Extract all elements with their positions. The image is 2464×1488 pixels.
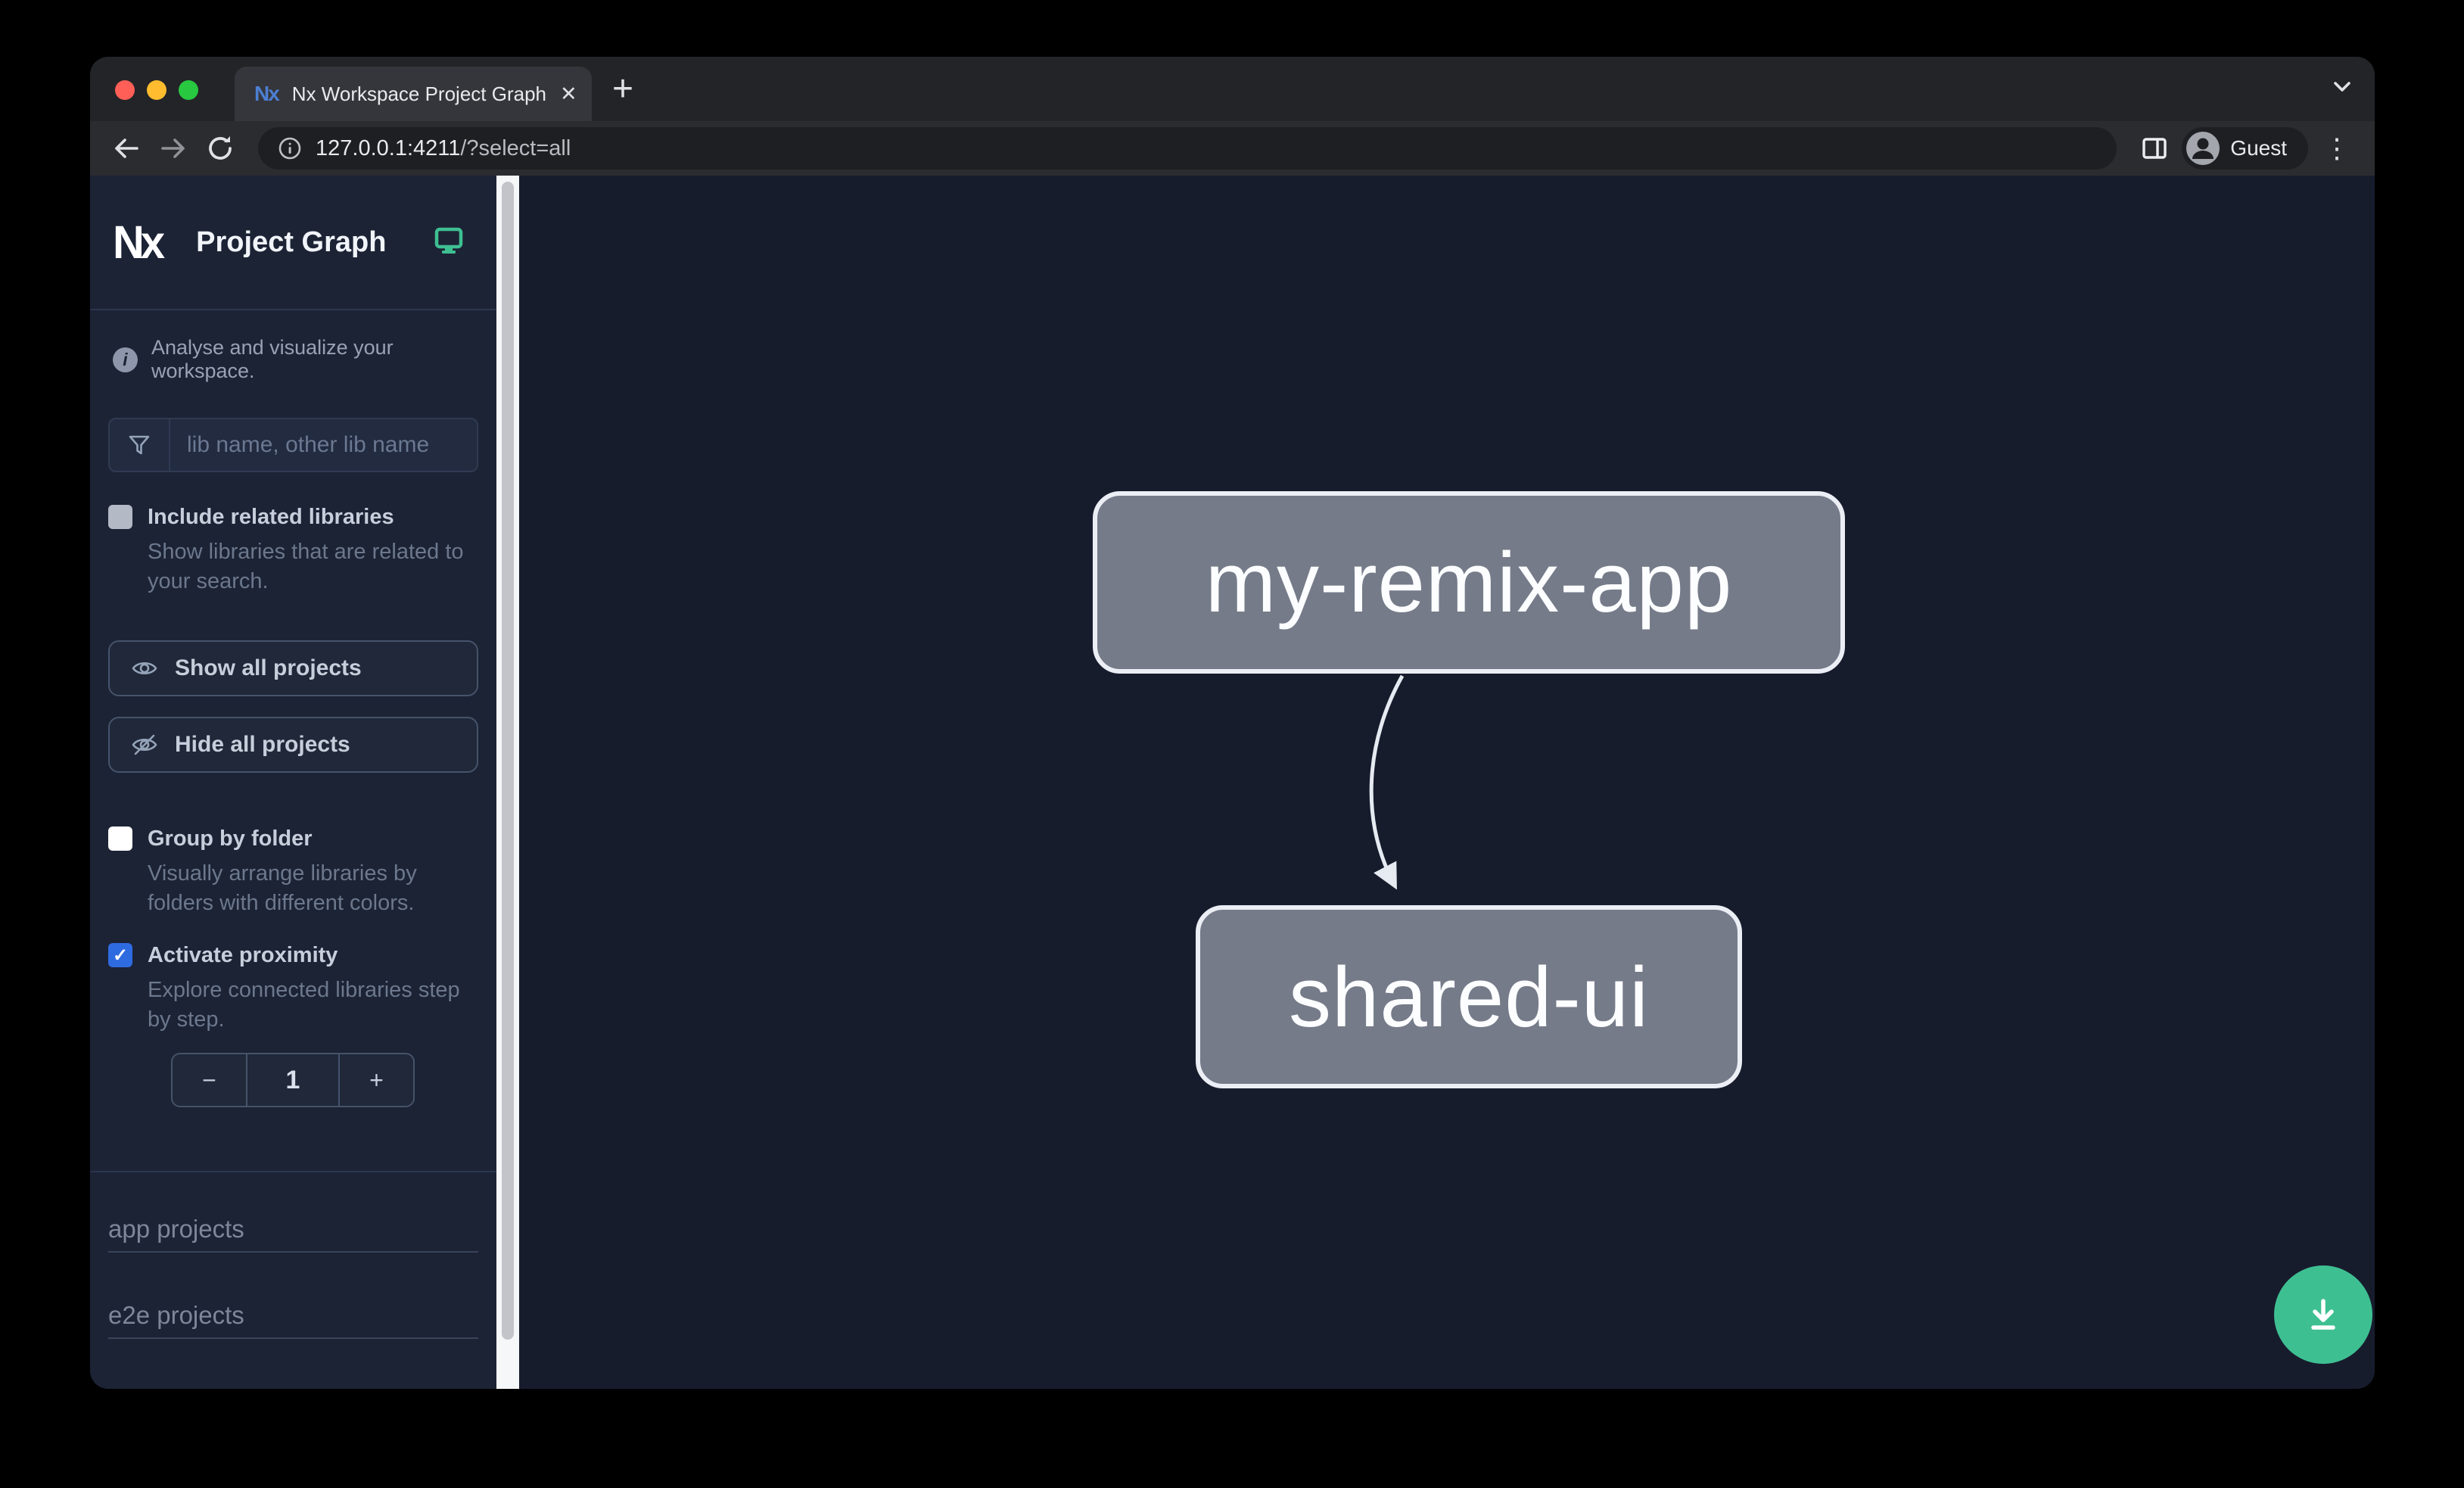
- page-content: Nx Project Graph i Analyse and visualize…: [90, 176, 2375, 1389]
- info-icon: i: [113, 347, 138, 372]
- search-input[interactable]: [170, 419, 477, 471]
- filter-icon: [110, 419, 170, 471]
- include-related-row: Include related libraries Show libraries…: [108, 503, 478, 596]
- url-text: 127.0.0.1:4211/?select=all: [316, 136, 571, 161]
- section-e2e-projects[interactable]: e2e projects: [108, 1301, 478, 1339]
- forward-button[interactable]: [154, 129, 193, 168]
- zoom-window-button[interactable]: [179, 80, 198, 100]
- node-shared-ui[interactable]: shared-ui: [1196, 905, 1742, 1088]
- download-icon: [2311, 1299, 2335, 1330]
- eye-off-icon: [132, 734, 157, 755]
- activate-proximity-description: Explore connected libraries step by step…: [148, 978, 460, 1032]
- page-title: Project Graph: [196, 226, 387, 258]
- browser-menu-icon[interactable]: ⋮: [2323, 132, 2350, 163]
- hide-all-projects-button[interactable]: Hide all projects: [108, 717, 478, 773]
- side-panel-icon[interactable]: [2135, 129, 2174, 168]
- url-path: /?select=all: [460, 135, 571, 160]
- address-bar[interactable]: 127.0.0.1:4211/?select=all: [258, 127, 2117, 170]
- edge-my-remix-app-to-shared-ui: [1369, 674, 1405, 890]
- group-by-folder-checkbox[interactable]: [108, 826, 132, 851]
- include-related-label: Include related libraries: [148, 505, 394, 529]
- reload-button[interactable]: [201, 129, 240, 168]
- nx-favicon-icon: Nx: [254, 82, 280, 105]
- tab-strip: Nx Nx Workspace Project Graph ✕ +: [90, 57, 2375, 121]
- section-app-projects[interactable]: app projects: [108, 1215, 478, 1253]
- scrollbar-thumb[interactable]: [502, 182, 514, 1340]
- sidebar-divider: [90, 1171, 496, 1172]
- avatar-icon: [2186, 132, 2220, 165]
- close-window-button[interactable]: [115, 80, 135, 100]
- tab-search-chevron-icon[interactable]: [2329, 78, 2355, 100]
- sidebar-scrollbar[interactable]: [496, 176, 519, 1389]
- activate-proximity-label: Activate proximity: [148, 943, 338, 967]
- graph-edges: [1369, 674, 1405, 890]
- window-controls: [115, 80, 198, 100]
- show-all-projects-label: Show all projects: [175, 655, 362, 680]
- nx-logo: Nx: [113, 216, 165, 269]
- activate-proximity-row: ✓ Activate proximity Explore connected l…: [108, 941, 478, 1035]
- show-all-projects-button[interactable]: Show all projects: [108, 640, 478, 696]
- graph-canvas[interactable]: my-remix-app shared-ui: [519, 176, 2375, 1389]
- stepper-value: 1: [246, 1054, 340, 1106]
- new-tab-button[interactable]: +: [612, 69, 634, 109]
- browser-toolbar: 127.0.0.1:4211/?select=all Guest ⋮: [90, 121, 2375, 176]
- proximity-stepper: − 1 +: [171, 1053, 415, 1107]
- workspace-hint: i Analyse and visualize your workspace.: [113, 336, 474, 383]
- filter-box: [108, 418, 478, 472]
- eye-icon: [132, 662, 157, 675]
- sidebar-header: Nx Project Graph: [90, 176, 496, 310]
- minimize-window-button[interactable]: [147, 80, 166, 100]
- group-by-folder-label: Group by folder: [148, 826, 313, 851]
- sidebar: Nx Project Graph i Analyse and visualize…: [90, 176, 496, 1389]
- profile-name: Guest: [2230, 136, 2287, 160]
- url-host: 127.0.0.1:4211: [316, 135, 461, 160]
- hide-all-projects-label: Hide all projects: [175, 732, 350, 757]
- back-button[interactable]: [107, 129, 146, 168]
- download-graph-button[interactable]: [2274, 1265, 2372, 1364]
- group-by-folder-row: Group by folder Visually arrange librari…: [108, 824, 478, 918]
- group-by-folder-description: Visually arrange libraries by folders wi…: [148, 861, 417, 915]
- stepper-decrement-button[interactable]: −: [202, 1066, 216, 1094]
- tab-close-icon[interactable]: ✕: [560, 82, 577, 105]
- include-related-checkbox[interactable]: [108, 505, 132, 529]
- include-related-description: Show libraries that are related to your …: [148, 540, 464, 593]
- activate-proximity-checkbox[interactable]: ✓: [108, 943, 132, 967]
- node-my-remix-app[interactable]: my-remix-app: [1093, 491, 1845, 674]
- tab-title: Nx Workspace Project Graph: [291, 82, 546, 105]
- monitor-icon[interactable]: [434, 227, 463, 258]
- profile-button[interactable]: Guest: [2182, 127, 2308, 170]
- site-info-icon[interactable]: [278, 136, 302, 160]
- browser-window: Nx Nx Workspace Project Graph ✕ +: [90, 57, 2375, 1389]
- tab-nx-workspace[interactable]: Nx Nx Workspace Project Graph ✕: [235, 67, 592, 121]
- stepper-increment-button[interactable]: +: [369, 1066, 384, 1094]
- workspace-hint-text: Analyse and visualize your workspace.: [151, 336, 394, 382]
